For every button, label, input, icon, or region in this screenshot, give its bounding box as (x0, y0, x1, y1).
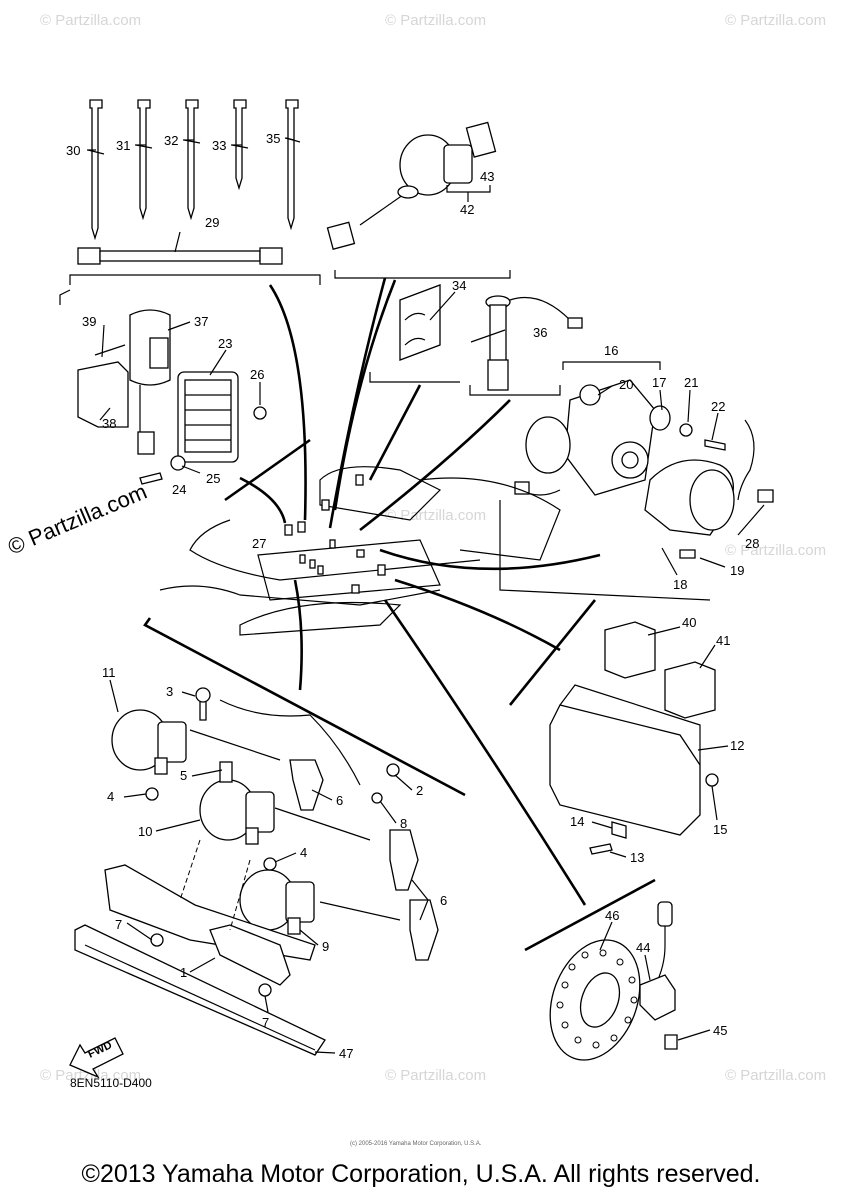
callout-11: 11 (102, 665, 116, 680)
watermark: © Partzilla.com (725, 12, 826, 29)
callout-39: 39 (82, 314, 96, 329)
callout-2: 2 (416, 783, 423, 798)
callout-leaders (87, 137, 765, 1054)
callout-28: 28 (745, 536, 759, 551)
rectifier-group (59, 289, 267, 485)
callout-15: 15 (713, 822, 727, 837)
callout-1: 1 (180, 965, 187, 980)
callout-4: 4 (107, 789, 114, 804)
callout-20: 20 (619, 377, 633, 392)
callout-26: 26 (250, 367, 264, 382)
callout-21: 21 (684, 375, 698, 390)
callout-12: 12 (730, 738, 744, 753)
diagram-code: 8EN5110-D400 (70, 1076, 152, 1090)
cable-ties-group (69, 99, 321, 285)
main-switch-group (326, 121, 511, 279)
callout-7: 7 (115, 917, 122, 932)
snowmobile-outline (159, 466, 561, 636)
tiny-copyright: (c) 2005-2016 Yamaha Motor Corporation, … (350, 1141, 482, 1147)
callout-29: 29 (205, 215, 219, 230)
callout-labels: 30 31 32 33 35 29 43 42 34 36 16 20 17 2… (66, 131, 759, 1061)
callout-14: 14 (570, 814, 584, 829)
clamp-plug-group (369, 284, 583, 396)
callout-25: 25 (206, 471, 220, 486)
callout-13: 13 (630, 850, 644, 865)
callout-40: 40 (682, 615, 696, 630)
watermark: © Partzilla.com (725, 542, 826, 559)
callout-47: 47 (339, 1046, 353, 1061)
callout-41: 41 (716, 633, 730, 648)
callout-18: 18 (673, 577, 687, 592)
leader-curves (143, 277, 656, 952)
callout-6: 6 (336, 793, 343, 808)
callout-6: 6 (440, 893, 447, 908)
callout-7: 7 (262, 1015, 269, 1030)
callout-32: 32 (164, 133, 178, 148)
callout-10: 10 (138, 824, 152, 839)
watermarks: © Partzilla.com © Partzilla.com © Partzi… (40, 12, 826, 1084)
callout-44: 44 (636, 940, 650, 955)
callout-17: 17 (652, 375, 666, 390)
copyright-footer: ©2013 Yamaha Motor Corporation, U.S.A. A… (81, 1160, 761, 1188)
watermark: © Partzilla.com (385, 1067, 486, 1084)
callout-43: 43 (480, 169, 494, 184)
callout-22: 22 (711, 399, 725, 414)
cdi-unit-group (549, 621, 719, 855)
watermark: © Partzilla.com (40, 1067, 141, 1084)
callout-45: 45 (713, 1023, 727, 1038)
callout-37: 37 (194, 314, 208, 329)
callout-34: 34 (452, 278, 466, 293)
callout-33: 33 (212, 138, 226, 153)
callout-19: 19 (730, 563, 744, 578)
partzilla-watermark: © Partzilla.com (4, 479, 150, 560)
ignition-coils-group (74, 687, 439, 1056)
callout-24: 24 (172, 482, 186, 497)
callout-30: 30 (66, 143, 80, 158)
callout-9: 9 (322, 939, 329, 954)
callout-31: 31 (116, 138, 130, 153)
callout-36: 36 (533, 325, 547, 340)
callout-38: 38 (102, 416, 116, 431)
rotor-sensor-group (549, 901, 678, 1061)
sensor-assembly-group (499, 361, 774, 601)
callout-23: 23 (218, 336, 232, 351)
callout-35: 35 (266, 131, 280, 146)
callout-27: 27 (252, 536, 266, 551)
callout-5: 5 (180, 768, 187, 783)
callout-42: 42 (460, 202, 474, 217)
watermark: © Partzilla.com (385, 507, 486, 524)
watermark: © Partzilla.com (725, 1067, 826, 1084)
callout-16: 16 (604, 343, 618, 358)
callout-4: 4 (300, 845, 307, 860)
callout-8: 8 (400, 816, 407, 831)
watermark: © Partzilla.com (40, 12, 141, 29)
callout-3: 3 (166, 684, 173, 699)
watermark: © Partzilla.com (385, 12, 486, 29)
callout-46: 46 (605, 908, 619, 923)
